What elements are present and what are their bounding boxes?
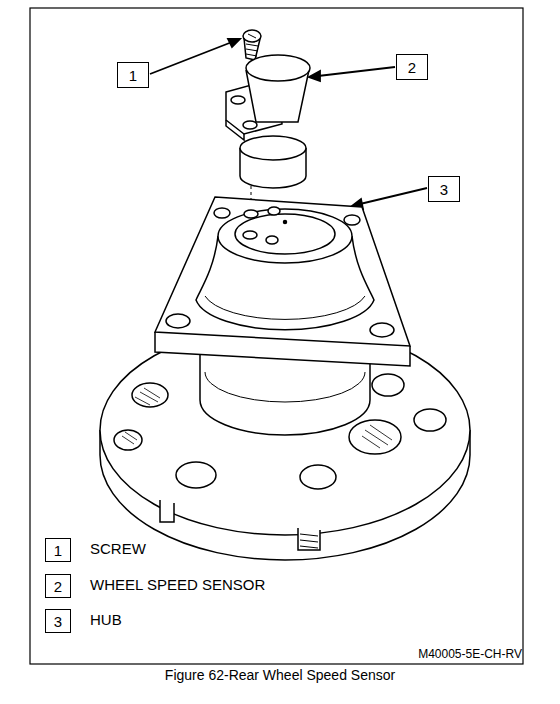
figure-code: M40005-5E-CH-RV — [418, 648, 522, 661]
key-number: 3 — [45, 609, 71, 633]
callout-text: 2 — [54, 579, 62, 594]
callout-text: 2 — [408, 60, 416, 75]
wheel-speed-sensor-part — [226, 55, 310, 188]
callout-number: 2 — [396, 54, 428, 80]
callout-text: 3 — [440, 182, 448, 197]
screw-part — [243, 30, 261, 60]
key-number: 1 — [45, 538, 71, 562]
figure-frame — [30, 8, 523, 664]
callout-number: 1 — [117, 62, 149, 88]
part-name: WHEEL SPEED SENSOR — [90, 577, 265, 594]
callout-number: 3 — [428, 176, 460, 202]
callout-text: 1 — [129, 68, 137, 83]
callout-text: 1 — [54, 543, 62, 558]
leader-lines — [150, 39, 427, 209]
key-number: 2 — [45, 574, 71, 598]
hub-part — [100, 197, 470, 560]
part-name: SCREW — [90, 541, 146, 558]
part-name: HUB — [90, 612, 122, 629]
figure-caption: Figure 62-Rear Wheel Speed Sensor — [165, 668, 395, 683]
callout-text: 3 — [54, 614, 62, 629]
